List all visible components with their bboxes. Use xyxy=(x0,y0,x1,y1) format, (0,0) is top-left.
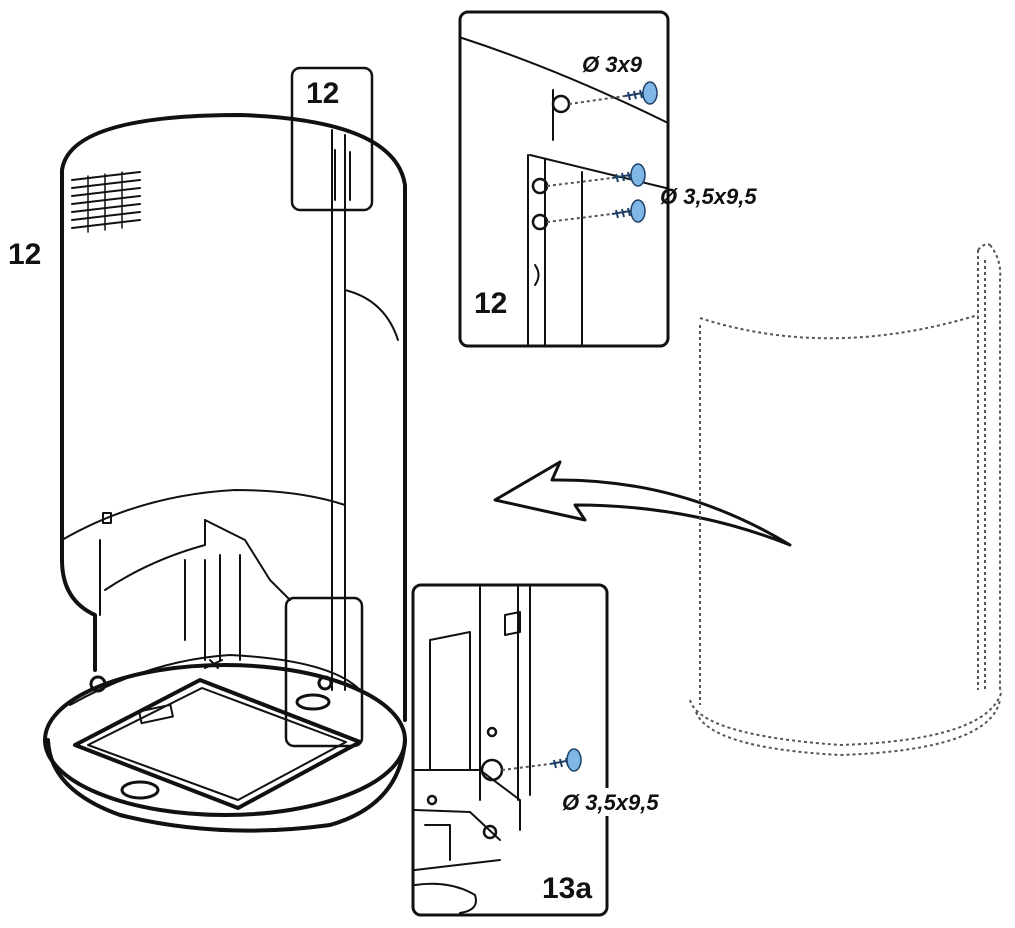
chimney-cover-outline xyxy=(689,243,1003,757)
screw-icon xyxy=(568,81,658,105)
detail-panel-bottom: 13a xyxy=(411,583,609,917)
rotate-arrow-icon xyxy=(493,460,792,547)
main-step-label: 12 xyxy=(8,238,41,271)
screw-size-label-bottom: Ø 3,5x9,5 xyxy=(562,790,659,815)
grease-filter xyxy=(73,678,362,810)
screw-icon xyxy=(546,199,646,223)
detail-panel-top: 12 xyxy=(458,10,670,348)
vent-grille xyxy=(71,171,141,233)
callout-box-bottom xyxy=(284,596,364,748)
callout-tag-top: 12 xyxy=(306,77,339,110)
screw-size-label-top: Ø 3,5x9,5 xyxy=(660,184,757,209)
detail-top-step-label: 12 xyxy=(474,287,507,320)
callout-box-top xyxy=(290,66,374,212)
screw-icon xyxy=(546,163,646,187)
screw-size-label-small: Ø 3x9 xyxy=(582,52,643,77)
screw-icon xyxy=(501,748,582,772)
hood-assembly xyxy=(43,113,407,833)
detail-bottom-step-label: 13a xyxy=(542,872,592,905)
